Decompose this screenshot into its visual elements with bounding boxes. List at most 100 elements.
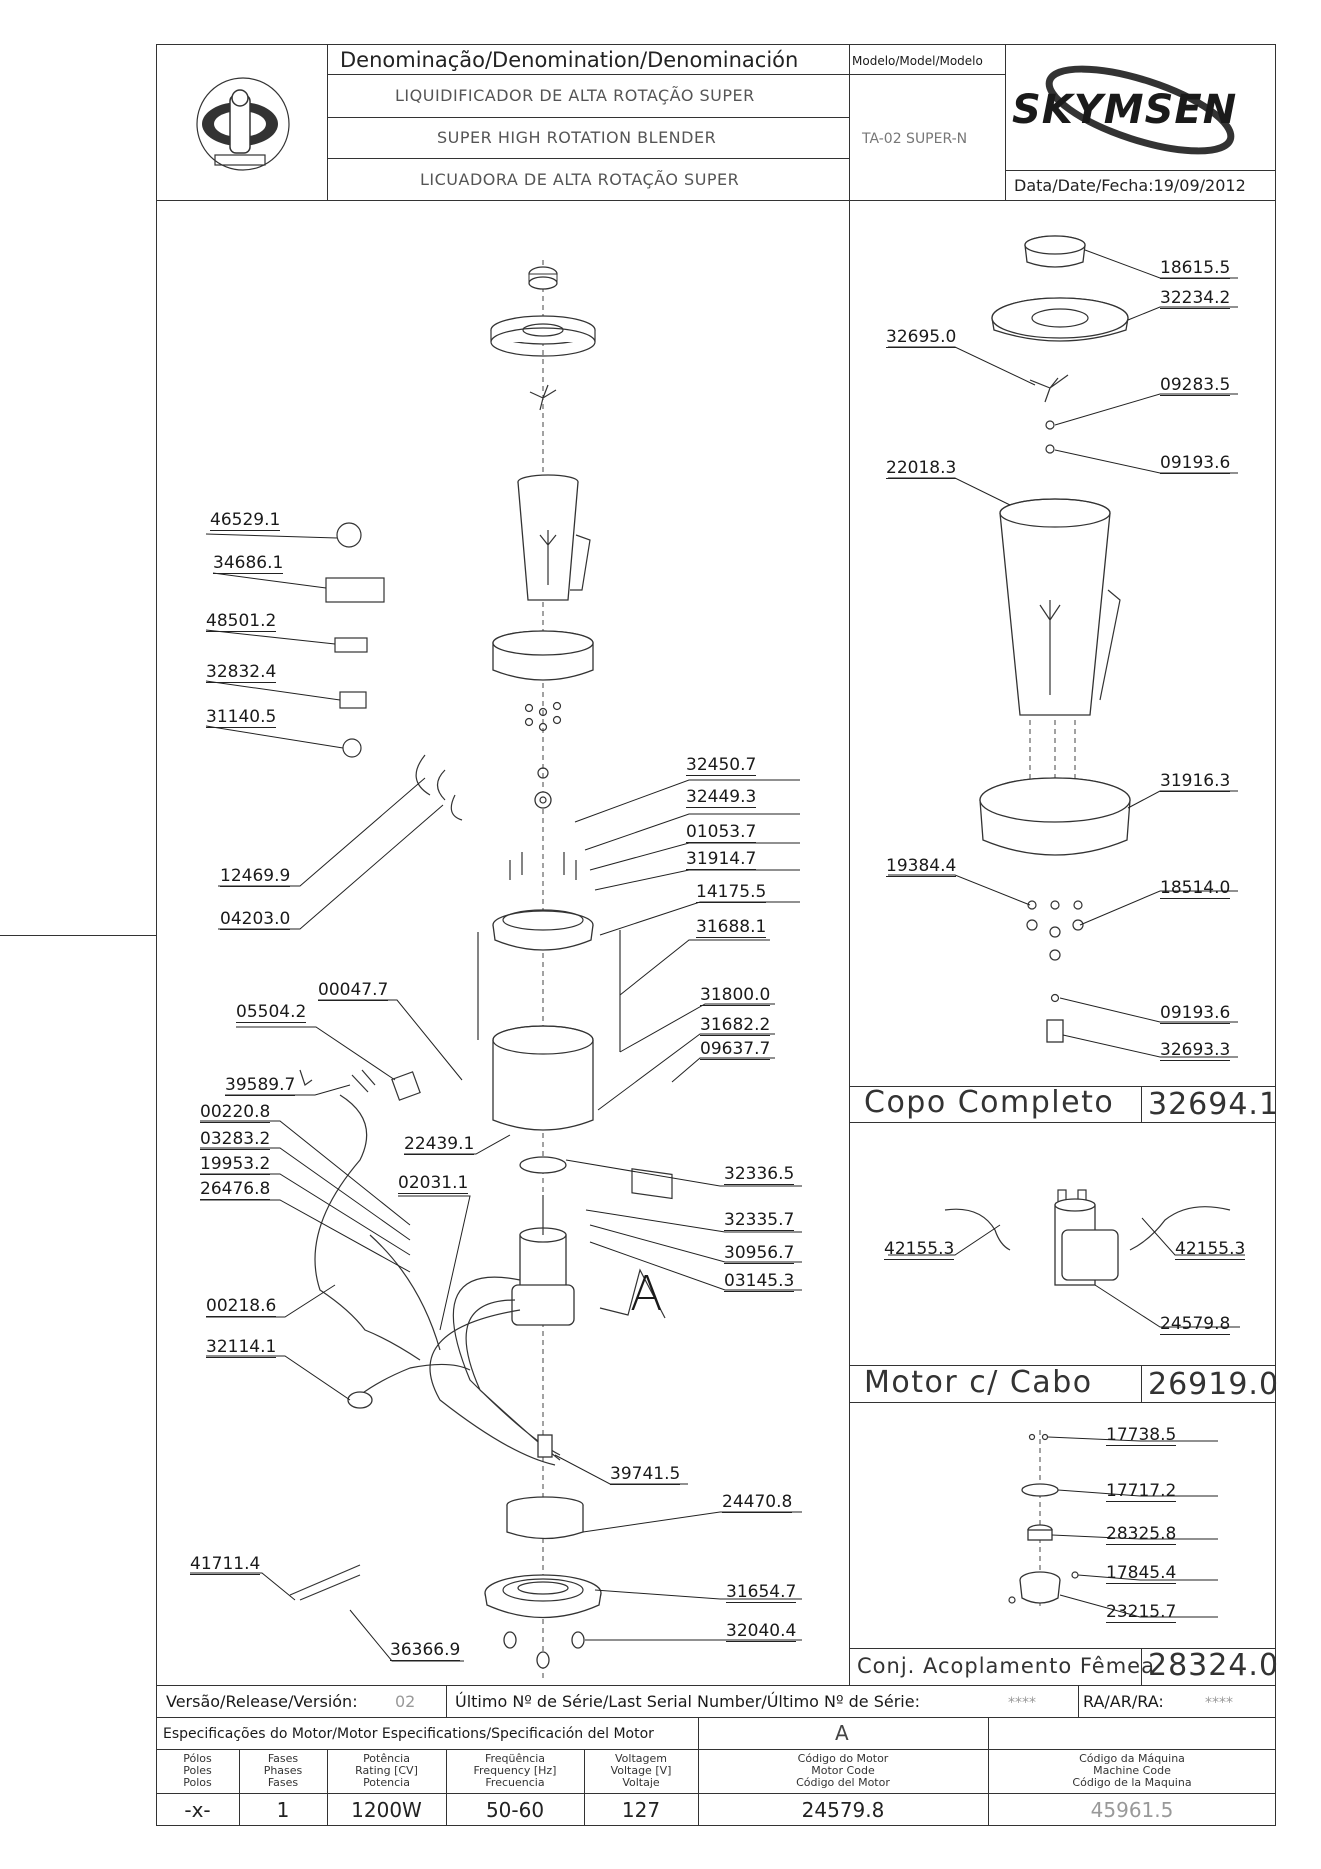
part-label: 30956.7 <box>724 1243 795 1264</box>
cup-section-code: 32694.1 <box>1148 1087 1280 1122</box>
housing-part <box>492 1025 594 1131</box>
part-label: 32695.0 <box>886 327 957 348</box>
footer-rule <box>156 1717 1276 1718</box>
footer-divider <box>1078 1685 1079 1717</box>
section-rule <box>849 1086 1276 1087</box>
brand-logo: SKYMSEN <box>1012 87 1238 133</box>
product-name-es: LICUADORA DE ALTA ROTAÇÃO SUPER <box>420 170 740 189</box>
part-label: 32832.4 <box>206 662 277 683</box>
part-label: 34686.1 <box>213 553 284 574</box>
part-label: 09283.5 <box>1160 375 1231 396</box>
spec-plate-part <box>334 637 368 653</box>
model-value: TA-02 SUPER-N <box>862 131 968 147</box>
small-fasteners <box>524 701 562 809</box>
spec-value-machine-code: 45961.5 <box>1090 1798 1174 1822</box>
part-label: 19384.4 <box>886 856 957 877</box>
section-divider <box>1141 1648 1142 1685</box>
serial-value: **** <box>1008 1695 1036 1711</box>
section-divider <box>1141 1086 1142 1122</box>
footer-divider <box>446 1749 447 1826</box>
part-label: 32336.5 <box>724 1164 795 1185</box>
footer-rule <box>156 1793 1276 1794</box>
part-label: 04203.0 <box>220 909 291 930</box>
part-label: 39741.5 <box>610 1464 681 1485</box>
coupling-section-title: Conj. Acoplamento Fêmea <box>857 1654 1155 1678</box>
drawing-frame <box>156 44 1276 1826</box>
part-label: 03283.2 <box>200 1129 271 1150</box>
coupling-section-code: 28324.0 <box>1148 1648 1280 1683</box>
cup-assembly-drawing <box>979 235 1131 1043</box>
coupling-drawing <box>1008 1430 1079 1610</box>
part-label: 31914.7 <box>686 849 757 870</box>
part-label: 00047.7 <box>318 980 389 1001</box>
date-field: Data/Date/Fecha:19/09/2012 <box>1014 176 1246 195</box>
part-label: 39589.7 <box>225 1075 296 1096</box>
part-label: 09193.6 <box>1160 453 1231 474</box>
part-label: 09637.7 <box>700 1039 771 1060</box>
part-label: 31916.3 <box>1160 771 1231 792</box>
release-value: 02 <box>395 1692 416 1711</box>
logo-emblem-part <box>336 522 362 548</box>
footer-divider <box>446 1685 447 1717</box>
ra-value: **** <box>1205 1695 1233 1711</box>
section-rule <box>849 1122 1276 1123</box>
footer-divider <box>698 1749 699 1826</box>
footer-divider <box>988 1717 989 1826</box>
part-label: 41711.4 <box>190 1554 261 1575</box>
spec-value-frequency: 50-60 <box>485 1798 545 1822</box>
spec-value-motor-code: 24579.8 <box>801 1798 885 1822</box>
section-rule <box>849 1365 1276 1366</box>
part-label: 36366.9 <box>390 1640 461 1661</box>
part-label: 31688.1 <box>696 917 767 938</box>
header-bottom-rule <box>156 200 1276 201</box>
leader-lines <box>190 249 1245 1662</box>
part-label: 32234.2 <box>1160 288 1231 309</box>
part-label: 28325.8 <box>1106 1524 1177 1545</box>
part-label: 01053.7 <box>686 822 757 843</box>
part-label: 22439.1 <box>404 1134 475 1155</box>
cup-part <box>517 474 591 601</box>
part-label: 00218.6 <box>206 1296 277 1317</box>
part-label: 02031.1 <box>398 1173 469 1194</box>
part-label: 32040.4 <box>726 1621 797 1642</box>
base-plate-part <box>484 1574 602 1619</box>
part-label: 19953.2 <box>200 1154 271 1175</box>
footer-rule <box>156 1749 1276 1750</box>
part-label: 14175.5 <box>696 882 767 903</box>
part-label: 42155.3 <box>884 1239 955 1260</box>
part-label: 17845.4 <box>1106 1563 1177 1584</box>
header-divider <box>1005 44 1006 200</box>
part-label: 00220.8 <box>200 1102 271 1123</box>
part-label: 31654.7 <box>726 1582 797 1603</box>
part-label: 46529.1 <box>210 510 281 531</box>
release-label: Versão/Release/Versión: <box>166 1692 358 1711</box>
lid-part <box>490 315 596 357</box>
header-divider <box>327 44 328 200</box>
spec-title: Especificações do Motor/Motor Especifica… <box>163 1726 654 1742</box>
gasket-base-part <box>492 852 594 951</box>
cup-base-part <box>492 630 594 681</box>
spec-value-poles: -x- <box>184 1798 211 1822</box>
footer-divider <box>698 1717 699 1749</box>
bottom-ring-part <box>506 1496 584 1540</box>
header-rule <box>327 158 849 159</box>
part-label: 32450.7 <box>686 755 757 776</box>
part-label: 24470.8 <box>722 1492 793 1513</box>
part-label: 23215.7 <box>1106 1602 1177 1623</box>
denomination-label: Denominação/Denomination/Denominación <box>340 48 799 72</box>
motor-section-title: Motor c/ Cabo <box>864 1365 1093 1400</box>
detail-a-marker: A <box>630 1266 663 1322</box>
part-label: 32335.7 <box>724 1210 795 1231</box>
sheet-edge-tick <box>0 935 156 936</box>
spec-value-rating: 1200W <box>351 1798 422 1822</box>
part-label: 26476.8 <box>200 1179 271 1200</box>
motor-part <box>511 1195 575 1326</box>
part-label: 09193.6 <box>1160 1003 1231 1024</box>
